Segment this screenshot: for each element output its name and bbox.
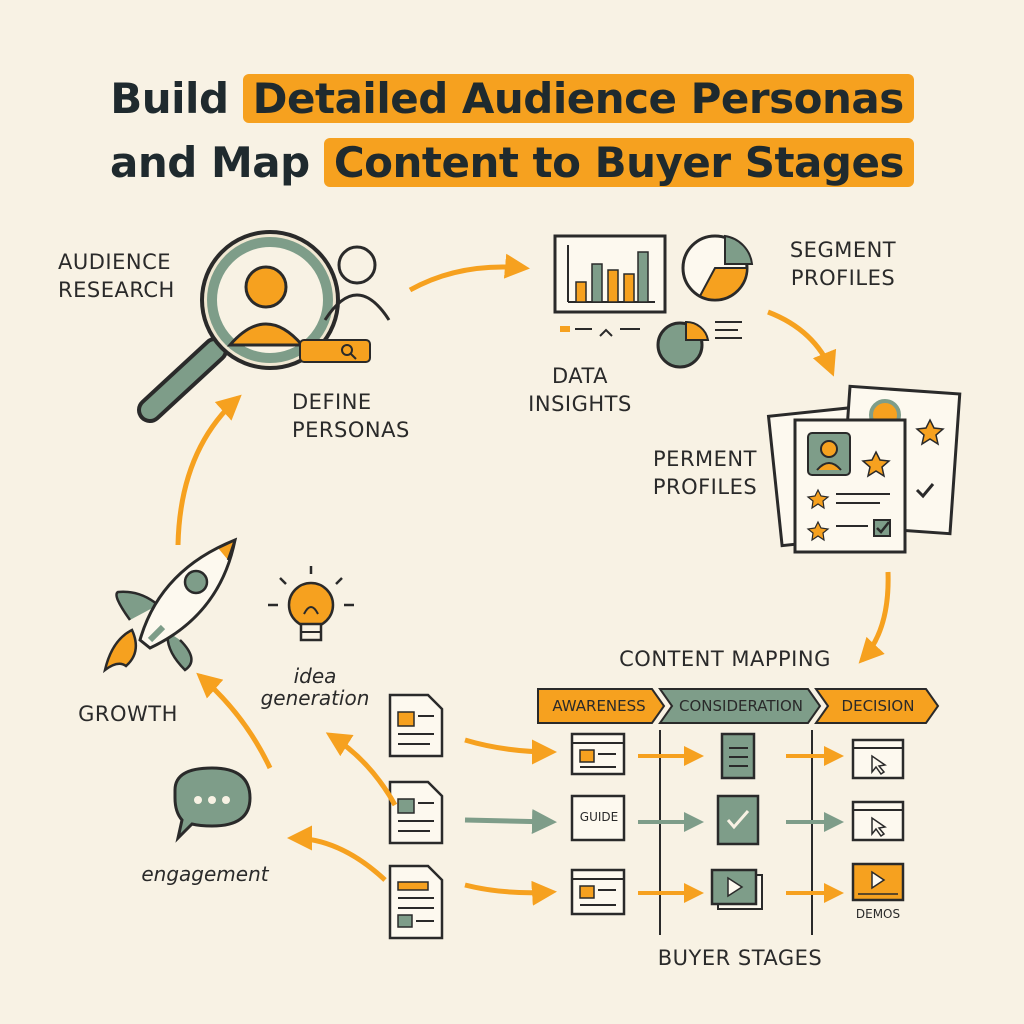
label-growth: GROWTH	[78, 702, 178, 726]
label-idea-generation: idea generation	[260, 664, 370, 710]
awareness-column	[570, 732, 626, 916]
label-segment-profiles: SEGMENT PROFILES	[789, 238, 897, 291]
label-audience-research: AUDIENCE RESEARCH	[58, 250, 175, 303]
title-line-1-highlight: Detailed Audience Personas	[242, 74, 914, 123]
stage-awareness: AWARENESS	[552, 697, 646, 715]
consideration-column	[710, 732, 763, 910]
cursor-icon	[871, 754, 887, 776]
cursor-icon	[871, 816, 887, 838]
document-icon	[388, 780, 444, 845]
label-engagement: engagement	[141, 862, 269, 886]
pie-chart-icon	[656, 234, 754, 369]
arrow-profiles-to-mapping	[858, 571, 891, 664]
title-line-2: and Map Content to Buyer Stages	[0, 138, 1024, 187]
title-line-2-plain: and Map	[110, 138, 310, 187]
title-line-1-plain: Build	[110, 74, 229, 123]
label-demos: DEMOS	[855, 907, 901, 921]
stage-consideration: CONSIDERATION	[679, 697, 803, 715]
person-outline-icon	[323, 245, 391, 321]
decision-column	[851, 738, 905, 902]
rocket-icon	[102, 537, 238, 674]
title-line-1: Build Detailed Audience Personas	[0, 74, 1024, 123]
label-guide: GUIDE	[579, 810, 619, 824]
label-buyer-stages: BUYER STAGES	[657, 946, 823, 970]
checklist-icon	[716, 794, 760, 846]
label-perment-profiles: PERMENT PROFILES	[652, 447, 758, 500]
magnifier-person-icon	[137, 230, 340, 423]
arrow-research-to-data	[408, 253, 530, 293]
document-icon	[388, 693, 444, 758]
title-line-2-highlight: Content to Buyer Stages	[323, 138, 914, 187]
search-bar-icon	[299, 339, 371, 363]
stage-banners	[537, 688, 940, 724]
label-content-mapping: CONTENT MAPPING	[619, 647, 831, 671]
bar-chart-icon	[553, 234, 667, 337]
stage-decision: DECISION	[841, 697, 915, 715]
document-icon	[388, 864, 444, 940]
profile-cards-icon	[766, 384, 962, 554]
chat-bubble-icon	[173, 766, 252, 843]
label-define-personas: DEFINE PERSONAS	[292, 390, 410, 443]
lightbulb-icon	[268, 566, 354, 642]
label-data-insights: DATA INSIGHTS	[528, 364, 632, 417]
arrow-segment-to-profiles	[767, 309, 837, 377]
